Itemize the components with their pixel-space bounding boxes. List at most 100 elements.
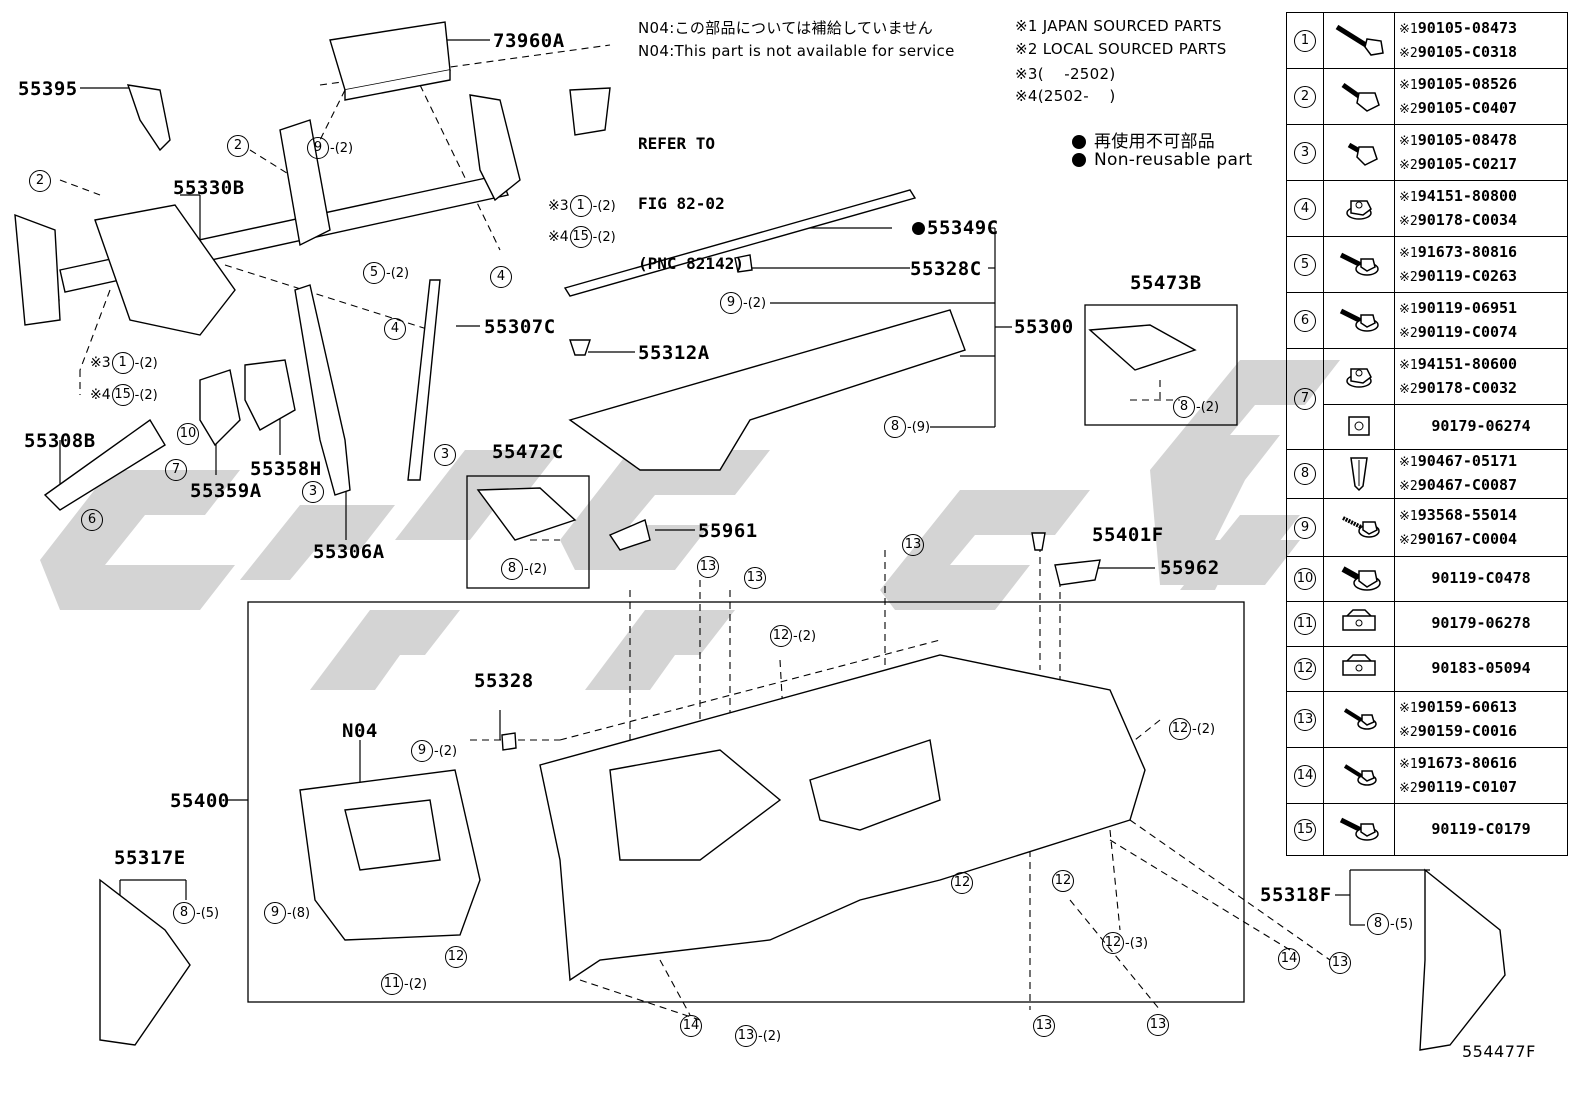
refer-note[interactable]: REFER TO FIG 82-02 (PNC 82142): [638, 94, 744, 314]
legend-part-codes[interactable]: ※190105-08473※290105-C0318: [1394, 12, 1568, 69]
fastener-callout[interactable]: 6: [80, 509, 104, 531]
note-source-1: ※1 JAPAN SOURCED PARTS: [1015, 17, 1222, 35]
part-55328C[interactable]: 55328C: [910, 258, 982, 280]
push-clip-icon: [1323, 449, 1395, 499]
legend-part-codes[interactable]: ※194151-80800※290178-C0034: [1394, 180, 1568, 237]
fastener-callout[interactable]: 8-(5): [1366, 913, 1413, 935]
part-55300[interactable]: 55300: [1014, 316, 1074, 338]
part-N04[interactable]: N04: [342, 720, 378, 742]
fastener-callout[interactable]: 14: [679, 1015, 703, 1037]
part-55349C[interactable]: 55349C: [912, 217, 999, 239]
fastener-callout[interactable]: 12-(2): [1168, 718, 1215, 740]
legend-row: 1※190105-08473※290105-C0318: [1286, 12, 1568, 69]
hex-flange-bolt-icon: [1323, 68, 1395, 125]
legend-fastener-number: 15: [1286, 803, 1324, 856]
fastener-callout[interactable]: 9-(2): [719, 292, 766, 314]
part-55359A[interactable]: 55359A: [190, 480, 262, 502]
part-55330B[interactable]: 55330B: [173, 177, 245, 199]
legend-part-codes[interactable]: ※191673-80816※290119-C0263: [1394, 236, 1568, 293]
legend-part-codes[interactable]: 90179-06274: [1394, 404, 1568, 450]
u-nut-icon: [1323, 601, 1395, 647]
legend-part-codes[interactable]: 90183-05094: [1394, 646, 1568, 692]
part-55306A[interactable]: 55306A: [313, 541, 385, 563]
flange-nut-icon: [1323, 180, 1395, 237]
nonreusable-dot-icon: [1072, 153, 1086, 167]
fastener-callout[interactable]: 9-(8): [263, 902, 310, 924]
fastener-callout[interactable]: 13: [696, 556, 720, 578]
legend-part-codes[interactable]: ※190119-06951※290119-C0074: [1394, 292, 1568, 349]
fastener-callout[interactable]: 12: [444, 946, 468, 968]
part-55308B[interactable]: 55308B: [24, 430, 96, 452]
part-55472C[interactable]: 55472C: [492, 441, 564, 463]
fastener-callout[interactable]: 7: [164, 459, 188, 481]
legend-part-codes[interactable]: 90179-06278: [1394, 601, 1568, 647]
legend-fastener-number: 5: [1286, 236, 1324, 293]
fastener-callout[interactable]: 12-(3): [1101, 932, 1148, 954]
hex-washer-bolt-icon: [1323, 292, 1395, 349]
fastener-callout[interactable]: 13: [1328, 952, 1352, 974]
fastener-callout[interactable]: 9-(2): [410, 740, 457, 762]
hex-flange-bolt-short-icon: [1323, 124, 1395, 181]
fastener-callout[interactable]: 2: [28, 170, 52, 192]
fastener-callout[interactable]: 3: [433, 444, 457, 466]
cage-nut-icon: [1323, 404, 1395, 450]
fastener-callout[interactable]: 8-(5): [172, 902, 219, 924]
part-55473B[interactable]: 55473B: [1130, 272, 1202, 294]
legend-row: 4※194151-80800※290178-C0034: [1286, 180, 1568, 237]
part-55312A[interactable]: 55312A: [638, 342, 710, 364]
fastener-callout[interactable]: 13: [743, 567, 767, 589]
part-code: ※190467-05171: [1399, 452, 1518, 470]
legend-row: 90179-06274: [1287, 404, 1568, 450]
legend-part-codes[interactable]: ※190105-08526※290105-C0407: [1394, 68, 1568, 125]
fastener-callout[interactable]: 13: [1032, 1015, 1056, 1037]
fastener-callout[interactable]: 2: [226, 135, 250, 157]
fastener-callout[interactable]: 4: [489, 266, 513, 288]
legend-part-codes[interactable]: ※190159-60613※290159-C0016: [1394, 691, 1568, 748]
part-code: ※290178-C0034: [1399, 210, 1518, 229]
legend-part-codes[interactable]: ※193568-55014※290167-C0004: [1394, 498, 1568, 557]
refer-line-1: REFER TO: [638, 134, 716, 153]
fastener-callout[interactable]: 12: [950, 872, 974, 894]
fastener-callout[interactable]: 12: [1051, 870, 1075, 892]
legend-part-codes[interactable]: ※191673-80616※290119-C0107: [1394, 747, 1568, 804]
part-55318F[interactable]: 55318F: [1260, 884, 1332, 906]
part-55962[interactable]: 55962: [1160, 557, 1220, 579]
part-55961[interactable]: 55961: [698, 520, 758, 542]
fastener-callout[interactable]: 4: [383, 318, 407, 340]
legend-part-codes[interactable]: ※190105-08478※290105-C0217: [1394, 124, 1568, 181]
fastener-callout[interactable]: 11-(2): [380, 973, 427, 995]
fastener-callout[interactable]: 14: [1277, 948, 1301, 970]
fastener-callout[interactable]: 3: [301, 481, 325, 503]
part-code: 90119-C0179: [1431, 819, 1531, 838]
fastener-callout[interactable]: 13-(2): [734, 1025, 781, 1047]
part-55358H[interactable]: 55358H: [250, 458, 322, 480]
fastener-callout[interactable]: 12-(2): [769, 625, 816, 647]
fastener-callout[interactable]: 8-(2): [500, 558, 547, 580]
part-55401F[interactable]: 55401F: [1092, 524, 1164, 546]
legend-part-codes[interactable]: ※190467-05171※290467-C0087: [1394, 449, 1568, 499]
part-code: ※290119-C0074: [1399, 322, 1518, 341]
figure-id: 554477F: [1462, 1042, 1536, 1061]
part-55395[interactable]: 55395: [18, 78, 78, 100]
part-55400[interactable]: 55400: [170, 790, 230, 812]
fastener-callout[interactable]: 10: [176, 423, 200, 445]
part-55317E[interactable]: 55317E: [114, 847, 186, 869]
legend-part-codes[interactable]: 90119-C0179: [1394, 803, 1568, 856]
fastener-callout[interactable]: 8-(9): [883, 416, 930, 438]
fastener-callout[interactable]: 9-(2): [306, 137, 353, 159]
part-55307C[interactable]: 55307C: [484, 316, 556, 338]
fastener-callout[interactable]: 8-(2): [1172, 396, 1219, 418]
legend-part-codes[interactable]: 90119-C0478: [1394, 556, 1568, 602]
part-code: ※193568-55014: [1399, 505, 1518, 524]
fastener-callout[interactable]: 5-(2): [362, 262, 409, 284]
legend-part-codes[interactable]: ※194151-80600※290178-C0032: [1394, 348, 1568, 405]
fastener-callout[interactable]: 13: [1146, 1014, 1170, 1036]
part-73960A[interactable]: 73960A: [493, 30, 565, 52]
fastener-callout[interactable]: 13: [901, 534, 925, 556]
part-55328[interactable]: 55328: [474, 670, 534, 692]
